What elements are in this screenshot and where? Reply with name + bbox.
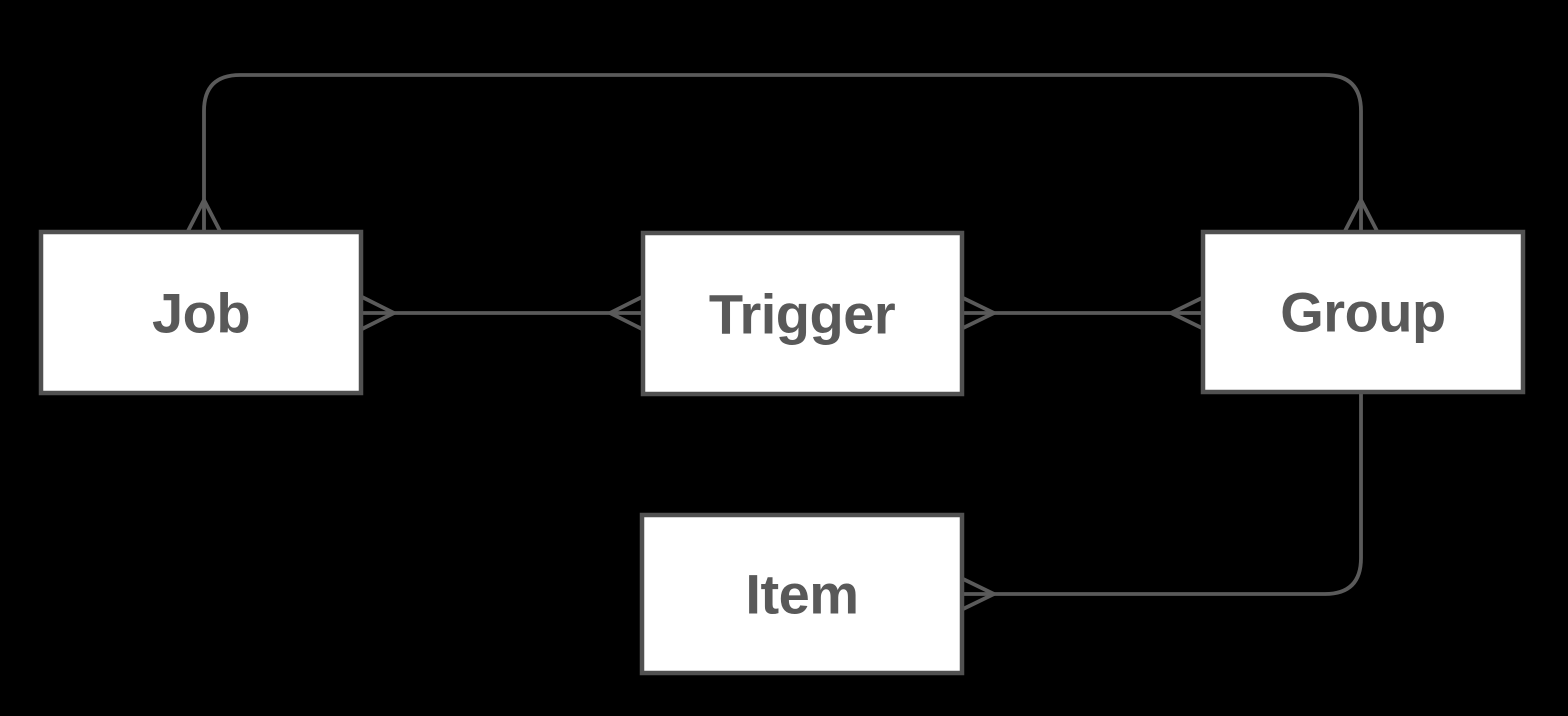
connector-job-group — [186, 73, 1379, 232]
crows-foot-trigger-right-icon — [960, 295, 999, 331]
entity-job-label: Job — [152, 282, 250, 345]
entity-item: Item — [639, 512, 965, 676]
crows-foot-group-top-icon — [1343, 195, 1379, 232]
crows-foot-item-right-icon — [960, 576, 999, 612]
crows-foot-group-left-icon — [1166, 295, 1205, 331]
connector-job-group-path — [202, 73, 1363, 231]
connector-job-trigger — [361, 295, 643, 331]
entity-item-label: Item — [745, 563, 858, 626]
crows-foot-trigger-left-icon — [605, 295, 643, 331]
entity-group-label: Group — [1280, 281, 1445, 344]
crows-foot-job-top-icon — [186, 195, 222, 232]
entity-group: Group — [1200, 229, 1526, 395]
crows-foot-job-right-icon — [361, 295, 399, 331]
entity-trigger: Trigger — [640, 230, 965, 397]
entity-job-box — [38, 229, 364, 396]
entity-group-box — [1200, 229, 1526, 395]
entity-job: Job — [38, 229, 364, 396]
entity-trigger-label: Trigger — [709, 283, 895, 346]
entity-item-box — [639, 512, 965, 676]
entity-trigger-box — [640, 230, 965, 397]
connector-trigger-group — [960, 295, 1205, 331]
connector-item-group-path — [962, 394, 1363, 596]
connector-item-group — [960, 394, 1363, 612]
